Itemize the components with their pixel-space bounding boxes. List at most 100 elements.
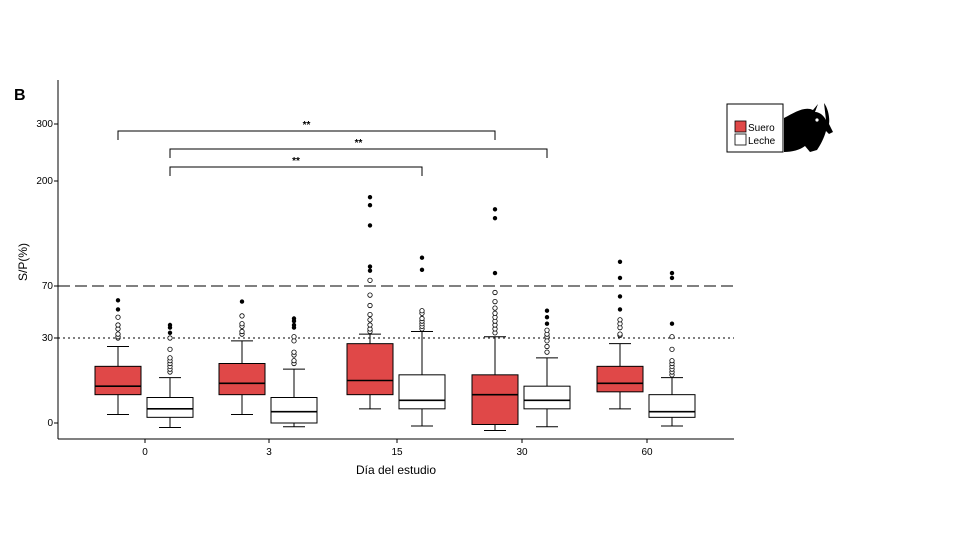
legend-swatch-suero — [734, 120, 747, 133]
x-tick-label: 0 — [142, 447, 148, 458]
bracket-line — [117, 130, 496, 140]
outlier-point — [617, 317, 623, 323]
extreme-outlier-point — [492, 270, 498, 276]
extreme-outlier-point — [617, 307, 623, 312]
box-iqr — [270, 397, 318, 424]
goat-head-icon — [784, 103, 833, 152]
extreme-outlier-point — [419, 255, 425, 260]
significance-label: ** — [355, 138, 363, 149]
y-tick-label: 30 — [42, 333, 54, 344]
y-tick-label: 200 — [36, 176, 53, 187]
y-tick-label: 70 — [42, 281, 54, 292]
extreme-outlier-point — [492, 215, 498, 221]
box-leche-0 — [146, 322, 194, 428]
extreme-outlier-point — [544, 321, 550, 326]
outlier-point — [367, 277, 373, 283]
significance-label: ** — [303, 120, 311, 131]
outlier-point — [239, 328, 245, 335]
extreme-outlier-point — [617, 275, 623, 281]
y-tick-label: 300 — [36, 119, 53, 130]
outlier-point — [367, 317, 373, 323]
extreme-outlier-point — [115, 307, 121, 312]
box-leche-3 — [270, 316, 318, 428]
x-tick-label: 60 — [641, 447, 653, 458]
outlier-point — [367, 322, 373, 328]
outlier-point — [492, 310, 498, 316]
y-axis-title: S/P(%) — [16, 243, 30, 281]
extreme-outlier-point — [617, 294, 623, 299]
outlier-point — [367, 292, 373, 298]
box-suero-0 — [94, 298, 142, 415]
outlier-point — [492, 289, 498, 296]
box-leche-15 — [398, 255, 446, 427]
significance-bracket: ** — [169, 138, 548, 158]
outlier-point — [291, 334, 297, 340]
outlier-point — [239, 321, 245, 327]
legend: Suero Leche — [726, 103, 833, 153]
outlier-point — [669, 334, 675, 340]
legend-label-leche: Leche — [748, 136, 776, 147]
box-iqr — [523, 385, 571, 410]
extreme-outlier-point — [367, 203, 373, 208]
significance-bracket: ** — [169, 156, 423, 176]
outlier-point — [419, 308, 425, 314]
outlier-point — [544, 349, 550, 355]
extreme-outlier-point — [367, 268, 373, 273]
outlier-point — [167, 335, 173, 341]
outlier-point — [367, 302, 373, 309]
outlier-point — [367, 311, 373, 318]
legend-swatch-leche — [734, 133, 747, 146]
outlier-point — [492, 298, 498, 305]
outlier-point — [669, 346, 675, 352]
extreme-outlier-point — [544, 308, 550, 313]
outlier-point — [167, 346, 173, 352]
box-leche-30 — [523, 308, 571, 428]
extreme-outlier-point — [367, 264, 373, 269]
extreme-outlier-point — [492, 207, 498, 212]
x-tick-label: 3 — [266, 447, 272, 458]
panel-label: B — [14, 87, 26, 104]
outlier-point — [544, 343, 550, 350]
box-iqr — [471, 374, 519, 426]
bracket-line — [169, 148, 548, 158]
x-tick-label: 15 — [391, 447, 403, 458]
legend-label-suero: Suero — [748, 123, 775, 134]
outlier-point — [617, 331, 623, 337]
extreme-outlier-point — [669, 321, 675, 326]
x-axis-title: Día del estudio — [356, 463, 436, 477]
outlier-point — [115, 322, 121, 328]
outlier-point — [544, 327, 550, 333]
outlier-point — [291, 349, 297, 355]
box-suero-60 — [596, 259, 644, 410]
box-iqr — [398, 374, 446, 410]
outlier-point — [167, 355, 173, 361]
outlier-point — [291, 358, 297, 364]
extreme-outlier-point — [291, 316, 297, 321]
outlier-point — [492, 305, 498, 311]
outlier-point — [115, 331, 121, 337]
box-suero-30 — [471, 207, 519, 431]
extreme-outlier-point — [167, 330, 173, 335]
box-suero-15 — [346, 194, 394, 410]
outlier-point — [669, 358, 675, 364]
box-leche-60 — [648, 270, 696, 427]
extreme-outlier-point — [115, 298, 121, 303]
extreme-outlier-point — [544, 315, 550, 320]
extreme-outlier-point — [367, 194, 373, 200]
extreme-outlier-point — [167, 322, 173, 328]
box-suero-3 — [218, 299, 266, 415]
x-tick-label: 30 — [516, 447, 528, 458]
extreme-outlier-point — [617, 259, 623, 264]
box-iqr — [218, 363, 266, 396]
extreme-outlier-point — [419, 267, 425, 273]
extreme-outlier-point — [239, 299, 245, 304]
extreme-outlier-point — [367, 223, 373, 228]
extreme-outlier-point — [669, 270, 675, 276]
outlier-point — [115, 314, 121, 320]
box-iqr — [146, 397, 194, 418]
y-tick-label: 0 — [47, 418, 53, 429]
significance-label: ** — [292, 156, 300, 167]
outlier-point — [239, 313, 245, 319]
box-iqr — [94, 365, 142, 396]
box-iqr — [596, 365, 644, 393]
